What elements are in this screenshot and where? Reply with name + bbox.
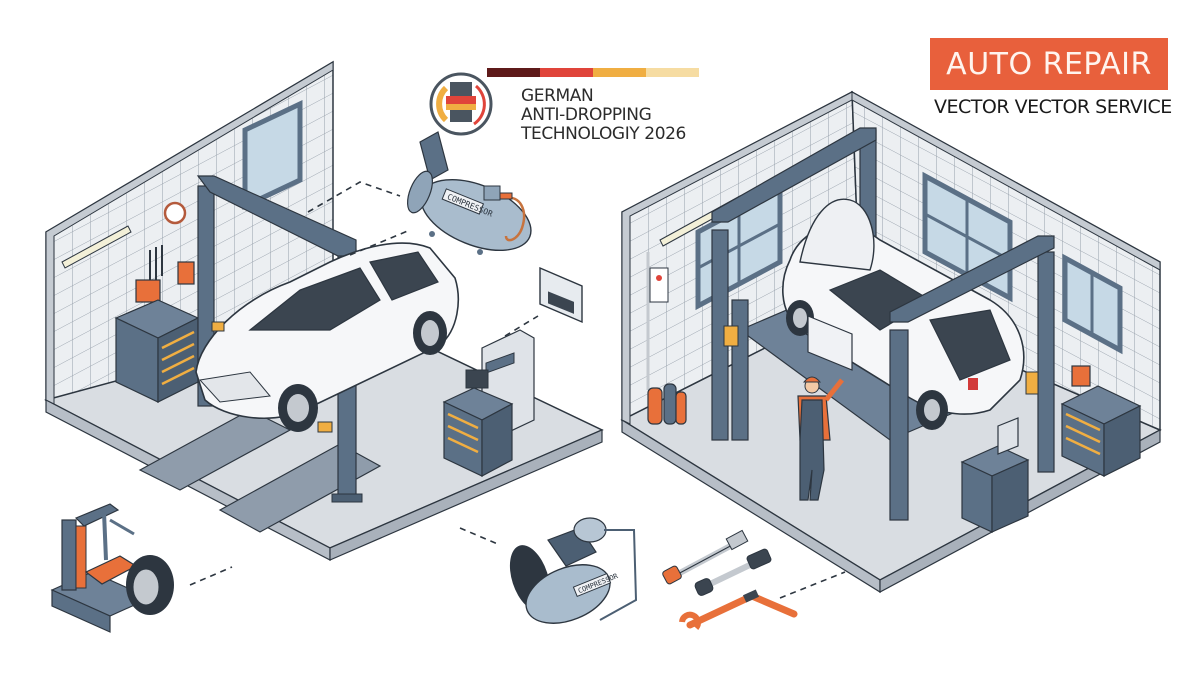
left-repair-bay: [44, 60, 604, 561]
german-tech-logo: [429, 72, 493, 136]
logo-text: GERMAN ANTI-DROPPING TECHNOLOGIY 2026: [521, 87, 686, 144]
right-repair-bay: [620, 90, 1162, 594]
stripe-segment-2: [540, 68, 593, 77]
portable-air-compressor: COMPRESSOR: [509, 517, 638, 624]
stripe-segment-4: [646, 68, 699, 77]
stripe-segment-3: [593, 68, 646, 77]
badge-title: AUTO REPAIR: [946, 46, 1152, 82]
tank-air-compressor: COMPRESSOR: [406, 131, 532, 255]
connector-lines: [189, 181, 846, 599]
color-stripe: [487, 68, 699, 77]
service-subtitle: VECTOR VECTOR SERVICE: [934, 96, 1172, 118]
logo-line-1: GERMAN: [521, 86, 594, 106]
mechanic: [797, 376, 844, 501]
auto-repair-badge: AUTO REPAIR: [930, 38, 1168, 90]
tire-changer: [50, 503, 174, 633]
logo-line-3: TECHNOLOGIY 2026: [521, 124, 686, 144]
left-car: [195, 242, 460, 432]
hand-tools: [662, 529, 798, 630]
stripe-segment-1: [487, 68, 540, 77]
logo-line-2: ANTI-DROPPING: [521, 105, 652, 125]
